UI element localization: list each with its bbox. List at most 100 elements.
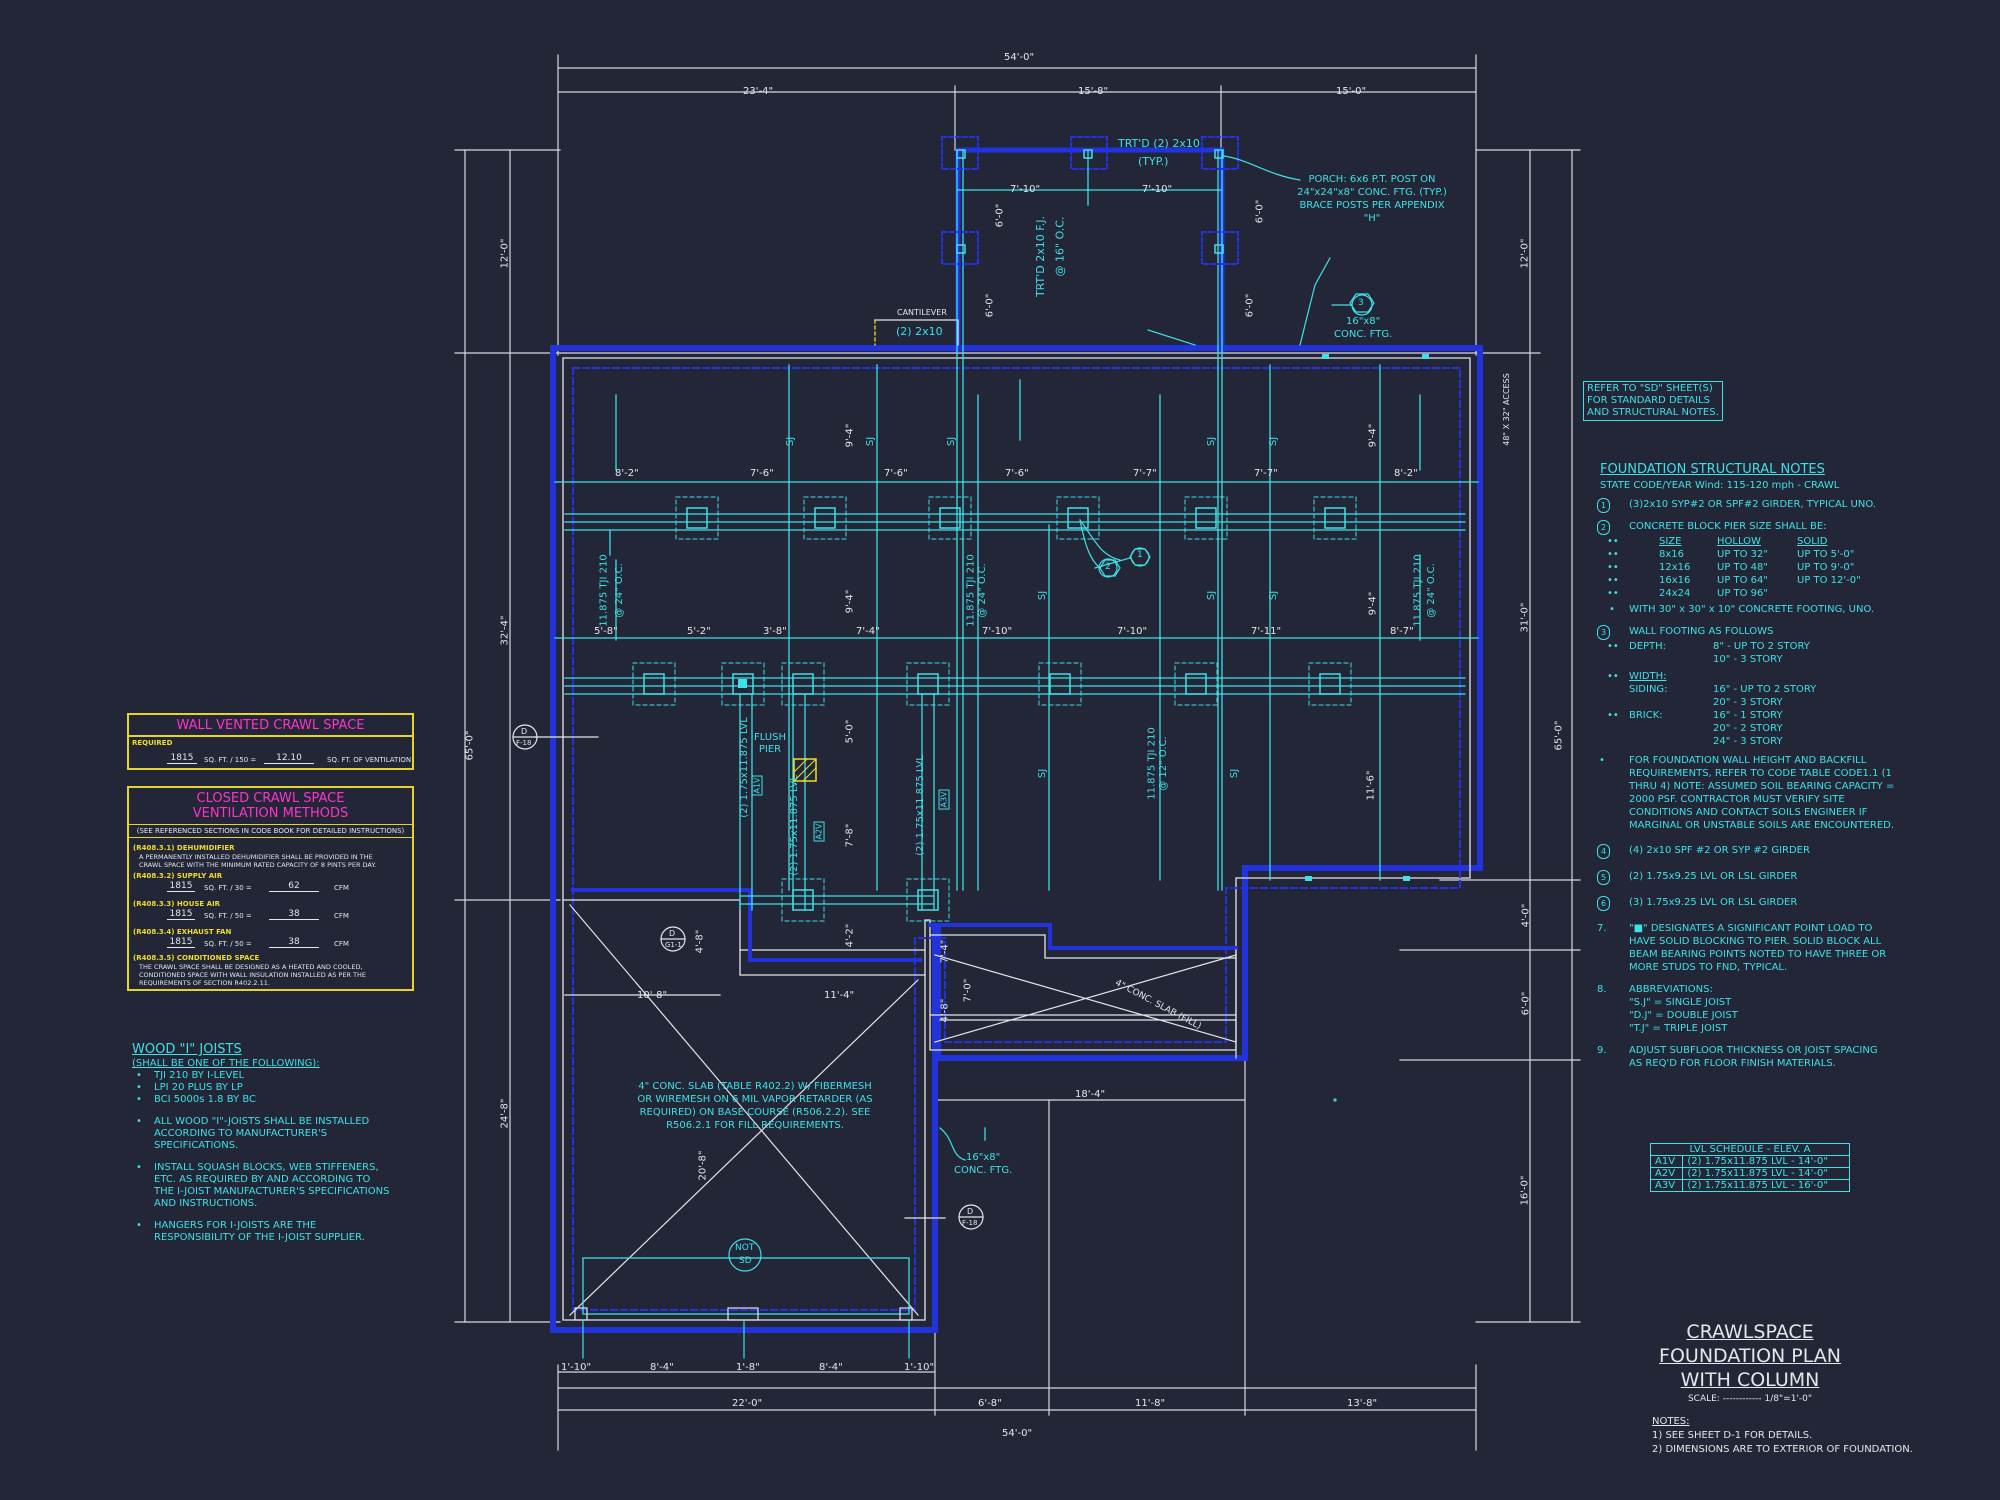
- lvl-schedule-title: LVL SCHEDULE - ELEV. A: [1650, 1143, 1850, 1156]
- dim-bottom-small-1: 1'-10": [561, 1362, 592, 1373]
- not-sd-line2: SD: [739, 1256, 752, 1266]
- span-row2-6: 7'-10": [1117, 626, 1148, 637]
- conditioned-space-text-2: CONDITIONED SPACE WITH WALL INSULATION I…: [139, 971, 367, 979]
- closed-crawl-sub: (SEE REFERENCED SECTIONS IN CODE BOOK FO…: [129, 824, 412, 838]
- supply-air-cfm: CFM: [334, 884, 349, 892]
- scale-row: SCALE: ------------ 1/8"=1'-0": [1687, 1394, 1813, 1404]
- detail-bubble-left-d: D: [521, 727, 528, 736]
- cantilever-label: CANTILEVER: [897, 308, 947, 317]
- dim-misc-4: 9'-4": [844, 423, 856, 448]
- note-8: 8. ABBREVIATIONS: "S.J" = SINGLE JOIST"D…: [1597, 984, 1738, 1034]
- supply-air-heading: (R408.3.2) SUPPLY AIR: [133, 872, 223, 880]
- note-7: 7. "■" DESIGNATES A SIGNIFICANT POINT LO…: [1597, 923, 1887, 973]
- tji-spacing-mid: @ 24" O.C.: [976, 563, 988, 618]
- wood-joist-title: WOOD "I" JOISTS: [132, 1042, 242, 1057]
- note-1: 1(3)2x10 SYP#2 OR SPF#2 GIRDER, TYPICAL …: [1597, 498, 1897, 513]
- exhaust-fan-sqft: 1815: [167, 937, 195, 948]
- span-row2-2: 5'-2": [687, 626, 711, 637]
- dim-right-e: 16'-0": [1519, 1175, 1531, 1206]
- exhaust-fan-cfm: CFM: [334, 940, 349, 948]
- tji-label-left: 11.875 TJI 210: [598, 554, 610, 627]
- footing-label-conc: CONC. FTG.: [1334, 329, 1393, 340]
- sj-tag: SJ: [1268, 590, 1280, 601]
- exhaust-fan-val: 38: [269, 937, 319, 948]
- span-row2-5: 7'-10": [982, 626, 1013, 637]
- dim-misc-6: 9'-4": [1367, 423, 1379, 448]
- joist-paragraph-1: • ALL WOOD "I"-JOISTS SHALL BE INSTALLED…: [136, 1116, 370, 1151]
- span-row1-3: 7'-6": [884, 468, 908, 479]
- girders: [554, 149, 1479, 1141]
- footing-label-conc-2: CONC. FTG.: [954, 1165, 1013, 1176]
- dim-left-c: 24'-8": [499, 1098, 511, 1129]
- porch-joist-spacing: @ 16" O.C.: [1053, 216, 1067, 277]
- note-soil: • FOR FOUNDATION WALL HEIGHT AND BACKFIL…: [1599, 755, 1895, 831]
- dim-top-a: 23'-4": [743, 86, 774, 97]
- title-note-1: 1) SEE SHEET D-1 FOR DETAILS.: [1652, 1430, 1813, 1441]
- cantilever-beam: (2) 2x10: [896, 325, 943, 338]
- detail-bubbles: [512, 724, 984, 1230]
- sj-tag: SJ: [1268, 436, 1280, 447]
- title-notes-heading: NOTES:: [1652, 1416, 1690, 1427]
- table-row: A3V(2) 1.75x11.875 LVL - 16'-0": [1649, 1179, 1850, 1192]
- dehumidifier-text-2: CRAWL SPACE WITH THE MINIMUM RATED CAPAC…: [139, 861, 377, 869]
- detail-bubble-right-f: F-18: [962, 1219, 978, 1227]
- foundation-notes-title: FOUNDATION STRUCTURAL NOTES: [1600, 462, 1825, 477]
- sj-tag: SJ: [946, 436, 958, 447]
- dim-misc-10: 7'-8": [844, 823, 856, 848]
- tag-3-label: 3: [1358, 298, 1364, 308]
- detail-bubble-mid-g: G1-1: [665, 941, 682, 949]
- span-row1-1: 8'-2": [615, 468, 639, 479]
- span-row1-5: 7'-7": [1133, 468, 1157, 479]
- dimension-lines: [454, 54, 1581, 1451]
- porch-vert-4: 6'-0": [1244, 293, 1256, 318]
- conditioned-space-text-3: REQUIREMENTS OF SECTION R402.2.11.: [139, 979, 270, 987]
- span-row1-4: 7'-6": [1005, 468, 1029, 479]
- exhaust-fan-lbl: SQ. FT. / 50 =: [204, 940, 252, 948]
- tji-label-mid: 11.875 TJI 210: [965, 554, 977, 627]
- wall-vented-sqft: 1815: [167, 753, 197, 764]
- dim-top-c: 15'-0": [1336, 86, 1367, 97]
- porch-note: PORCH: 6x6 P.T. POST ON 24"x24"x8" CONC.…: [1297, 174, 1447, 224]
- sj-tag: SJ: [1206, 590, 1218, 601]
- dim-bottom-c: 11'-8": [1135, 1398, 1166, 1409]
- tji-label-lower: 11.875 TJI 210: [1146, 727, 1158, 800]
- dim-right-d: 6'-0": [1520, 991, 1532, 1016]
- dim-bottom-small-5: 1'-10": [904, 1362, 935, 1373]
- span-row2-7: 7'-11": [1251, 626, 1282, 637]
- sj-tag: SJ: [785, 436, 797, 447]
- detail-bubble-left-f: F-18: [516, 739, 532, 747]
- note-2b: •WITH 30" x 30" x 10" CONCRETE FOOTING, …: [1609, 604, 1875, 615]
- lvl-label-1: (2) 1.75x11.875 LVL: [738, 717, 750, 818]
- conditioned-space-heading: (R408.3.5) CONDITIONED SPACE: [133, 954, 260, 962]
- span-row1-6: 7'-7": [1254, 468, 1278, 479]
- title-note-2: 2) DIMENSIONS ARE TO EXTERIOR OF FOUNDAT…: [1652, 1444, 1913, 1455]
- foundation-notes-state: STATE CODE/YEAR Wind: 115-120 mph - CRAW…: [1600, 480, 1840, 491]
- wall-vented-title: WALL VENTED CRAWL SPACE: [129, 718, 412, 737]
- span-row1-2: 7'-6": [750, 468, 774, 479]
- dim-right-total: 65'-0": [1553, 720, 1565, 751]
- dim-right-b: 31'-0": [1519, 602, 1531, 633]
- house-air-sqft: 1815: [167, 909, 195, 920]
- lvl-label-3: (2) 1.75x11.875 LVL: [914, 755, 926, 856]
- conditioned-space-text-1: THE CRAWL SPACE SHALL BE DESIGNED AS A H…: [139, 963, 363, 971]
- lvl-label-2: (2) 1.75x11.875 LVL: [788, 775, 800, 876]
- house-air-lbl: SQ. FT. / 50 =: [204, 912, 252, 920]
- table-row: A2V(2) 1.75x11.875 LVL - 14'-0": [1649, 1167, 1850, 1180]
- flush-pier-label: FLUSH PIER: [753, 732, 786, 755]
- title-line-2: FOUNDATION PLAN: [1659, 1345, 1841, 1367]
- foundation-wall: [550, 147, 1483, 1333]
- dim-right-a: 12'-0": [1519, 238, 1531, 269]
- joist-option: •BCI 5000s 1.8 BY BC: [136, 1094, 256, 1105]
- note-6: 6(3) 1.75x9.25 LVL OR LSL GIRDER: [1597, 896, 1897, 911]
- title-line-3: WITH COLUMN: [1680, 1369, 1820, 1391]
- closed-crawl-title-1: CLOSED CRAWL SPACE: [196, 791, 345, 806]
- porch-span-2: 7'-10": [1142, 184, 1173, 195]
- dim-misc-5: 9'-4": [844, 589, 856, 614]
- supply-air-lbl: SQ. FT. / 30 =: [204, 884, 252, 892]
- dim-right-c: 4'-0": [1520, 903, 1532, 928]
- dim-misc-11: 4'-2": [844, 923, 856, 948]
